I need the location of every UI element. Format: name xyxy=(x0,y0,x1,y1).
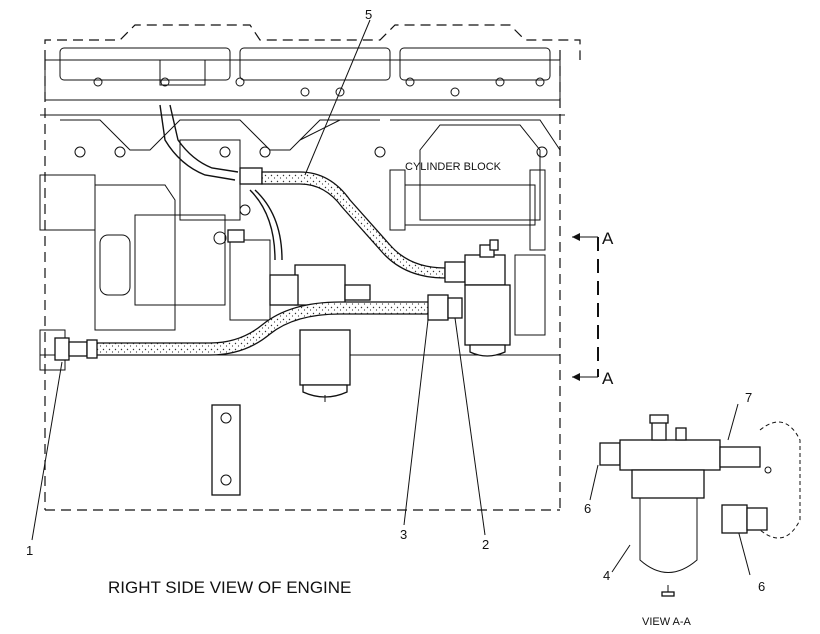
callout-6-right: 6 xyxy=(758,579,765,594)
callout-4: 4 xyxy=(603,568,610,583)
callout-5: 5 xyxy=(365,7,372,22)
callout-leaders xyxy=(31,19,751,576)
callout-7: 7 xyxy=(745,390,752,405)
electrical-module xyxy=(269,264,371,306)
section-label-bottom: A xyxy=(602,369,614,388)
view-caption: VIEW A-A xyxy=(642,616,692,628)
cylinder-block-label: CYLINDER BLOCK xyxy=(405,161,502,173)
callout-6-left: 6 xyxy=(584,501,591,516)
callout-1: 1 xyxy=(26,543,33,558)
fuel-filter-primary xyxy=(299,329,351,402)
callout-3: 3 xyxy=(400,527,407,542)
mounting-bracket xyxy=(211,404,241,496)
cylinder-head xyxy=(44,47,561,101)
fitting-left xyxy=(54,337,98,361)
fuel-lines-upper xyxy=(159,104,283,261)
section-label-top: A xyxy=(602,229,614,248)
front-housing xyxy=(39,139,271,371)
engine-outline xyxy=(44,24,581,511)
diagram-caption: RIGHT SIDE VIEW OF ENGINE xyxy=(108,578,351,597)
callout-2: 2 xyxy=(482,537,489,552)
cylinder-block xyxy=(40,114,565,356)
fuel-filter-secondary xyxy=(427,239,546,357)
section-indicator xyxy=(572,233,599,381)
view-a-a-detail xyxy=(599,414,801,597)
hose-lower xyxy=(94,301,431,356)
